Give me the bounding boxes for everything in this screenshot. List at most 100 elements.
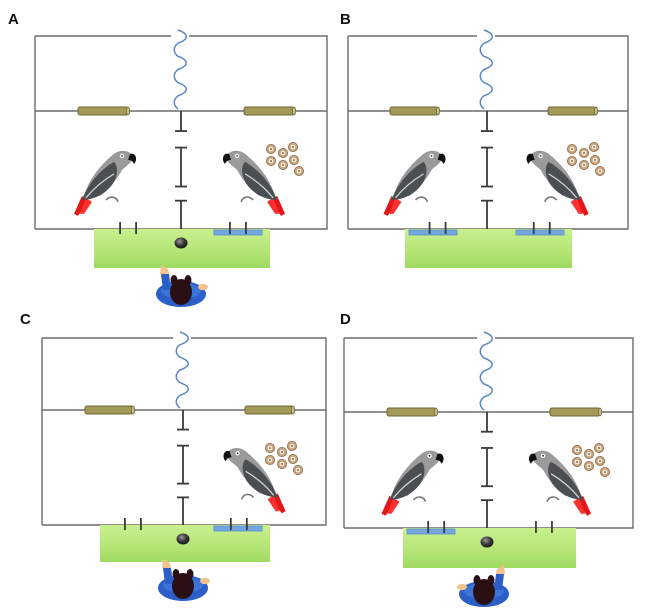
parrot-pupil [121, 155, 123, 157]
parrot-foot [412, 496, 427, 503]
food-ring-hole [604, 471, 606, 473]
parrot-tail [383, 195, 398, 216]
experimenter-head [172, 573, 194, 599]
parrot-wing-line [395, 173, 424, 199]
panel-label: A [8, 11, 19, 28]
tray-left [406, 528, 456, 535]
experimenter-hand [162, 559, 171, 568]
food-ring-hole [298, 170, 300, 172]
parrot-tail [574, 195, 589, 216]
perch-left-cap [126, 106, 131, 116]
experimenter-hand [160, 265, 169, 274]
parrot-foot [543, 196, 558, 203]
food-ring-hole [576, 461, 578, 463]
experimenter-head [473, 579, 495, 605]
parrot-wing [389, 461, 425, 500]
parrot-tail-highlight [267, 197, 280, 214]
parrot-beak [222, 153, 232, 164]
experimenter-icon [158, 559, 210, 601]
parrot-beak [526, 153, 535, 164]
experimenter-icon [457, 565, 509, 607]
parrot-beak [435, 453, 444, 464]
parrot-pupil [428, 454, 431, 457]
parrot-foot [240, 493, 255, 500]
perch-left [389, 106, 439, 116]
food-pile [264, 440, 303, 475]
food-ring-hole [270, 148, 272, 150]
table [405, 229, 572, 268]
food-ring-hole [599, 170, 601, 172]
parrot-tail-highlight [387, 497, 400, 514]
parrot-foot [240, 196, 254, 203]
enclosure-wall [35, 35, 328, 230]
panel-label: B [340, 11, 351, 28]
parrot-wing-line [393, 473, 422, 499]
parrot-icon [74, 150, 137, 216]
parrot-tail-highlight [573, 497, 586, 514]
food-ring-hole [588, 465, 590, 467]
parrot-pupil [542, 454, 544, 457]
panel-d: D [340, 311, 634, 607]
experimenter-hand-resting [457, 583, 467, 591]
food-ring-hole [297, 469, 299, 471]
food-ring-hole [293, 159, 295, 161]
enclosure-wall [348, 35, 629, 230]
panel-a: A [8, 11, 328, 307]
parrot-tail [381, 495, 396, 516]
parrot-pupil [430, 155, 433, 157]
food-ring-hole [583, 152, 585, 154]
parrot-wing [548, 461, 584, 500]
tray-right [515, 229, 565, 236]
parrot-icon [528, 450, 592, 516]
enclosure-wall [42, 337, 327, 526]
enclosure-wall [344, 337, 634, 529]
food-ring-hole [594, 159, 596, 161]
tray-right [213, 229, 263, 236]
perch-right-cap [598, 407, 603, 417]
parrot-wing-line [244, 173, 274, 199]
food-ring-hole [282, 152, 284, 154]
experimenter-head [170, 279, 192, 305]
perch-left-cap [435, 106, 440, 116]
experimenter-arm [494, 574, 504, 590]
perch-right-cap [291, 106, 296, 116]
food-pile [265, 141, 304, 176]
food-ring-hole [588, 453, 590, 455]
parrot-beak [528, 453, 538, 464]
tray-left [408, 229, 458, 236]
perch-right-cap [594, 106, 599, 116]
food-pile [567, 141, 606, 176]
token-icon [174, 237, 188, 249]
mesh-partition-icon [479, 331, 493, 411]
experimenter-arm [161, 274, 171, 290]
food-ring-hole [269, 459, 271, 461]
parrot-icon [223, 448, 286, 514]
food-ring-hole [281, 463, 283, 465]
parrot-pupil [236, 155, 238, 157]
panel-c: C [20, 311, 327, 601]
parrot-foot [546, 496, 560, 503]
parrot-beak [437, 153, 446, 164]
perch-left-cap [130, 405, 135, 415]
parrot-wing-line [550, 473, 580, 499]
parrot-foot [105, 196, 119, 203]
mesh-partition-icon [175, 331, 189, 409]
parrot-wing-line [548, 173, 578, 199]
food-ring-hole [281, 451, 283, 453]
panel-b: B [340, 11, 629, 268]
parrot-foot [414, 196, 429, 203]
experimenter-icon [156, 265, 208, 307]
parrot-wing [82, 161, 117, 200]
perch-right [244, 405, 294, 415]
tray-right [213, 525, 263, 532]
food-ring-hole [269, 447, 271, 449]
parrot-tail-highlight [389, 197, 402, 214]
perch-left [386, 407, 437, 417]
experimenter-arm [163, 568, 173, 584]
parrot-wing [242, 459, 278, 498]
food-pile [572, 442, 611, 477]
food-ring-hole [598, 447, 600, 449]
perch-right [243, 106, 295, 116]
panel-label: C [20, 311, 31, 328]
